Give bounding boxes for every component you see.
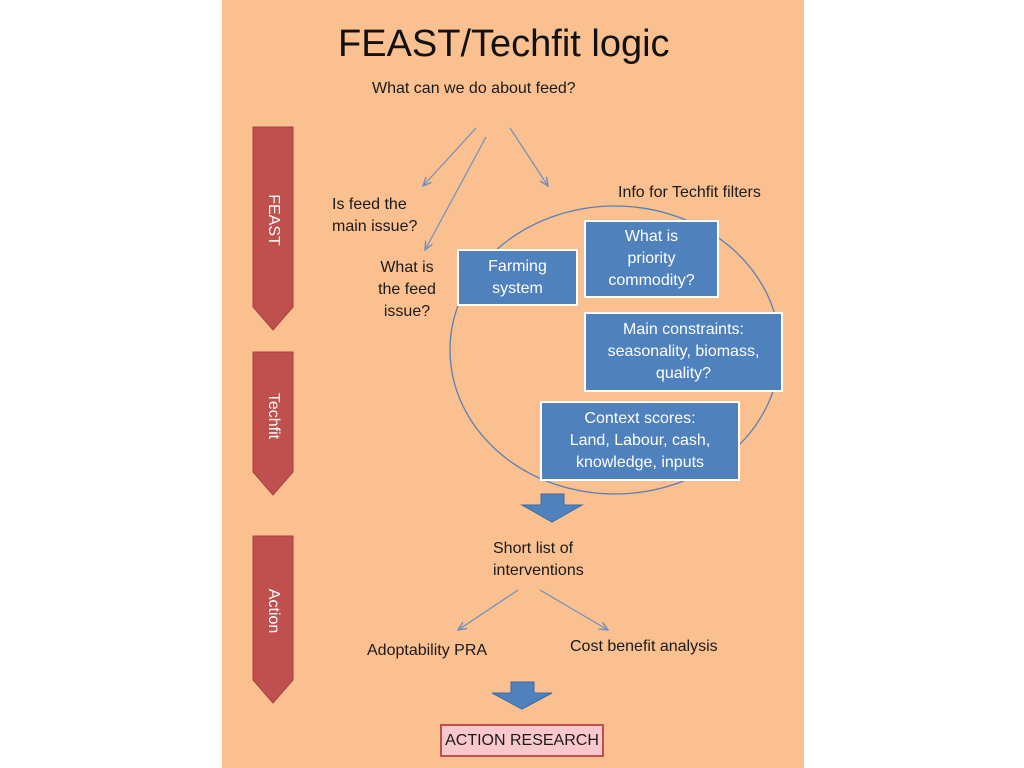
main-constraints-box: Main constraints: seasonality, biomass, … (584, 312, 783, 392)
arrow-to-main-issue (423, 127, 477, 186)
page-title: FEAST/Techfit logic (338, 23, 670, 65)
context-scores-box: Context scores: Land, Labour, cash, know… (540, 401, 740, 481)
farming-system-box: Farming system (457, 249, 578, 306)
action-chevron (252, 535, 294, 704)
question-main-issue: Is feed the main issue? (332, 196, 418, 235)
techfit-chevron (252, 351, 294, 496)
techfit-label: Techfit (265, 392, 282, 440)
action-research-box: ACTION RESEARCH (440, 724, 604, 757)
question-feed-issue: What is the feed issue? (378, 259, 436, 320)
arrow-to-techfit-info (509, 127, 548, 186)
arrow-to-adoptability (458, 589, 519, 630)
feast-label: FEAST (265, 194, 282, 246)
block-arrow-to-action-research (491, 681, 553, 710)
arrow-to-cost-benefit (539, 589, 608, 630)
action-label: Action (265, 588, 282, 634)
shortlist-text: Short list of interventions (493, 540, 584, 579)
main-question: What can we do about feed? (372, 80, 576, 97)
adoptability-text: Adoptability PRA (367, 642, 488, 659)
feast-chevron (252, 126, 294, 331)
techfit-info-label: Info for Techfit filters (618, 184, 761, 201)
priority-commodity-box: What is priority commodity? (584, 220, 719, 298)
cost-benefit-text: Cost benefit analysis (570, 638, 718, 655)
block-arrow-to-shortlist (520, 493, 584, 523)
arrow-to-feed-issue (425, 136, 487, 250)
